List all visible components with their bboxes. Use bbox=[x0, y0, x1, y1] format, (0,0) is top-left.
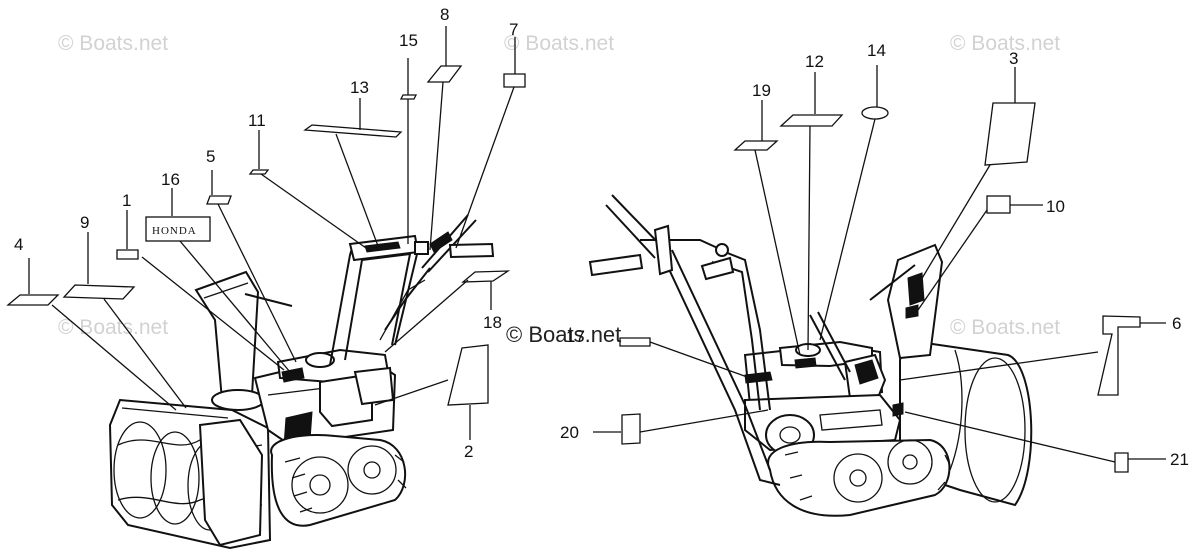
left-snowblower-drawing bbox=[108, 214, 495, 550]
callout-13: 13 bbox=[350, 78, 369, 97]
right-leader-lines bbox=[593, 65, 1166, 463]
callout-3: 3 bbox=[1009, 49, 1018, 68]
decal-2 bbox=[447, 344, 489, 406]
watermark-mid-left: © Boats.net bbox=[58, 316, 168, 339]
decal-7 bbox=[503, 73, 526, 88]
left-leader-lines bbox=[28, 26, 516, 440]
decal-3 bbox=[984, 102, 1036, 166]
decal-12 bbox=[779, 114, 844, 127]
callout-18: 18 bbox=[483, 313, 502, 332]
decal-16: HONDA bbox=[145, 216, 211, 242]
decal-4 bbox=[6, 294, 60, 306]
callout-14: 14 bbox=[867, 41, 886, 60]
callout-21: 21 bbox=[1170, 450, 1189, 469]
watermark-mid-right: © Boats.net bbox=[950, 316, 1060, 339]
decal-20 bbox=[621, 413, 641, 445]
callout-12: 12 bbox=[805, 52, 824, 71]
callout-19: 19 bbox=[752, 81, 771, 100]
decal-9 bbox=[62, 284, 136, 300]
callout-6: 6 bbox=[1172, 314, 1181, 333]
callout-10: 10 bbox=[1046, 197, 1065, 216]
decal-1 bbox=[116, 249, 139, 260]
decal-6 bbox=[1097, 315, 1141, 396]
decal-13 bbox=[303, 124, 403, 138]
callout-5: 5 bbox=[206, 147, 215, 166]
decal-11 bbox=[248, 169, 270, 175]
callout-17: 17 bbox=[566, 327, 585, 346]
decal-17 bbox=[619, 337, 651, 347]
callout-2: 2 bbox=[464, 442, 473, 461]
decal-18 bbox=[461, 270, 511, 283]
callout-15: 15 bbox=[399, 31, 418, 50]
watermark-top-right: © Boats.net bbox=[950, 32, 1060, 55]
right-snowblower-drawing bbox=[588, 194, 1033, 517]
watermark-top-left: © Boats.net bbox=[58, 32, 168, 55]
honda-decal-text: HONDA bbox=[152, 225, 197, 237]
callout-8: 8 bbox=[440, 5, 449, 24]
callout-9: 9 bbox=[80, 213, 89, 232]
callout-7: 7 bbox=[509, 20, 518, 39]
decal-5 bbox=[206, 195, 232, 205]
callout-numbers: 1 2 3 4 5 6 7 8 9 10 11 12 13 14 15 16 1… bbox=[14, 5, 1189, 469]
decal-8 bbox=[426, 65, 463, 83]
decal-21 bbox=[1114, 452, 1129, 473]
decal-10 bbox=[986, 195, 1011, 214]
callout-16: 16 bbox=[161, 170, 180, 189]
callout-11: 11 bbox=[248, 111, 266, 130]
watermark-center: © Boats.net bbox=[506, 322, 621, 347]
callout-1: 1 bbox=[122, 191, 131, 210]
left-decals: HONDA bbox=[6, 65, 526, 406]
right-decals bbox=[619, 102, 1141, 473]
callout-20: 20 bbox=[560, 423, 579, 442]
callout-4: 4 bbox=[14, 235, 23, 254]
decal-15 bbox=[399, 94, 418, 100]
decal-19 bbox=[733, 140, 779, 151]
decal-14 bbox=[861, 106, 889, 120]
watermark-top-center: © Boats.net bbox=[504, 32, 614, 55]
